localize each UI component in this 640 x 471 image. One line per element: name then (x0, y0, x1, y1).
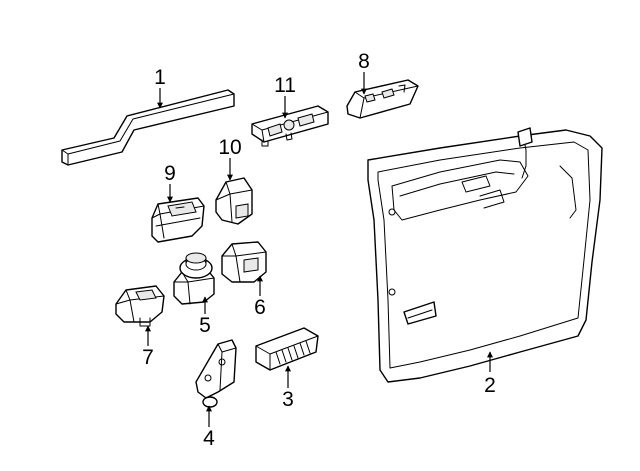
callout-10: 10 (218, 136, 241, 159)
leader-lines (145, 72, 493, 427)
part-6-switch[interactable] (221, 241, 267, 283)
part-9-switch[interactable] (151, 197, 205, 243)
callout-1: 1 (154, 66, 166, 89)
part-1-trim-strip[interactable] (61, 89, 235, 166)
callout-11: 11 (274, 74, 296, 97)
callout-labels: 1 2 3 4 5 6 7 8 9 10 11 (142, 50, 496, 450)
part-3-vent-grille[interactable] (255, 327, 319, 371)
part-2-door-trim-panel[interactable] (367, 127, 603, 383)
part-4-bracket[interactable] (195, 339, 237, 408)
callout-3: 3 (282, 388, 294, 411)
callout-4: 4 (203, 427, 215, 450)
callout-8: 8 (358, 50, 370, 73)
part-10-switch[interactable] (215, 177, 253, 225)
callout-2: 2 (484, 374, 496, 397)
part-5-knob-switch[interactable] (173, 252, 215, 305)
part-11-switch-bezel[interactable] (251, 105, 329, 147)
callout-9: 9 (164, 162, 176, 185)
callout-6: 6 (254, 296, 266, 319)
part-7-switch[interactable] (115, 285, 165, 327)
callout-7: 7 (142, 346, 154, 369)
callout-5: 5 (199, 314, 211, 337)
part-8-switch[interactable] (346, 79, 419, 119)
